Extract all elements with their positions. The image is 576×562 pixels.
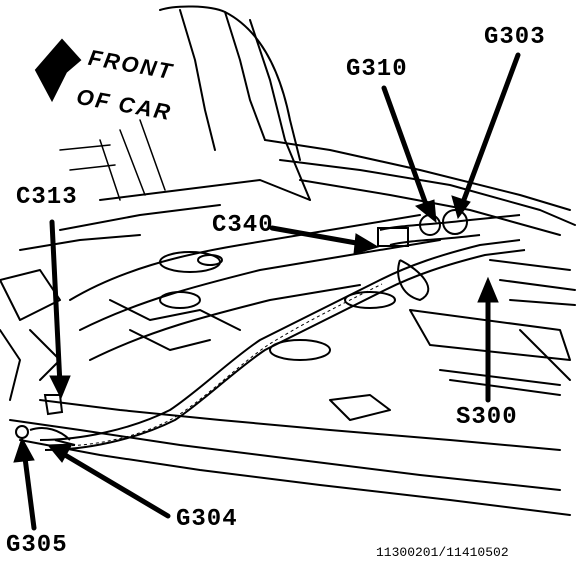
center-tunnel-top: [69, 214, 421, 301]
g304-leader: [57, 449, 171, 519]
c340-connector: [377, 227, 409, 247]
near-rocker-top: [9, 419, 561, 491]
g310-arrowhead: [414, 199, 437, 224]
floor-front-edge: [99, 179, 311, 201]
roof-rail: [224, 11, 301, 161]
callout-g303: G303: [484, 24, 546, 51]
arrow-icon: [34, 38, 82, 103]
callout-c340: C340: [212, 212, 274, 239]
far-rocker: [264, 139, 571, 211]
c313-leader: [49, 219, 63, 388]
wiring-harness: [39, 214, 526, 451]
figure-number: 11300201/11410502: [376, 545, 509, 560]
callout-c313: C313: [16, 184, 78, 211]
s300-splice: [397, 259, 430, 302]
g305-ground: [15, 425, 29, 439]
center-tunnel-side: [79, 239, 441, 331]
g310-leader: [381, 85, 431, 213]
near-rocker-bottom: [19, 439, 571, 516]
g304-arrowhead: [46, 443, 73, 463]
callout-g305: G305: [6, 532, 68, 559]
c313-connector: [43, 394, 64, 416]
g303-leader: [459, 52, 521, 208]
c340-arrowhead: [353, 233, 380, 255]
s300-arrowhead: [477, 276, 499, 303]
g305-arrowhead: [13, 436, 35, 463]
callout-s300: S300: [456, 404, 518, 431]
c313-arrowhead: [49, 375, 71, 400]
callout-g304: G304: [176, 506, 238, 533]
body-pillar-inner: [179, 9, 216, 151]
g303-arrowhead: [451, 195, 471, 220]
body-pillar-outline: [159, 5, 266, 141]
c340-leader: [269, 225, 365, 247]
g305-leader: [21, 447, 37, 531]
sill-plate-right: [409, 309, 571, 361]
callout-g310: G310: [346, 56, 408, 83]
g303-ground: [442, 209, 468, 235]
